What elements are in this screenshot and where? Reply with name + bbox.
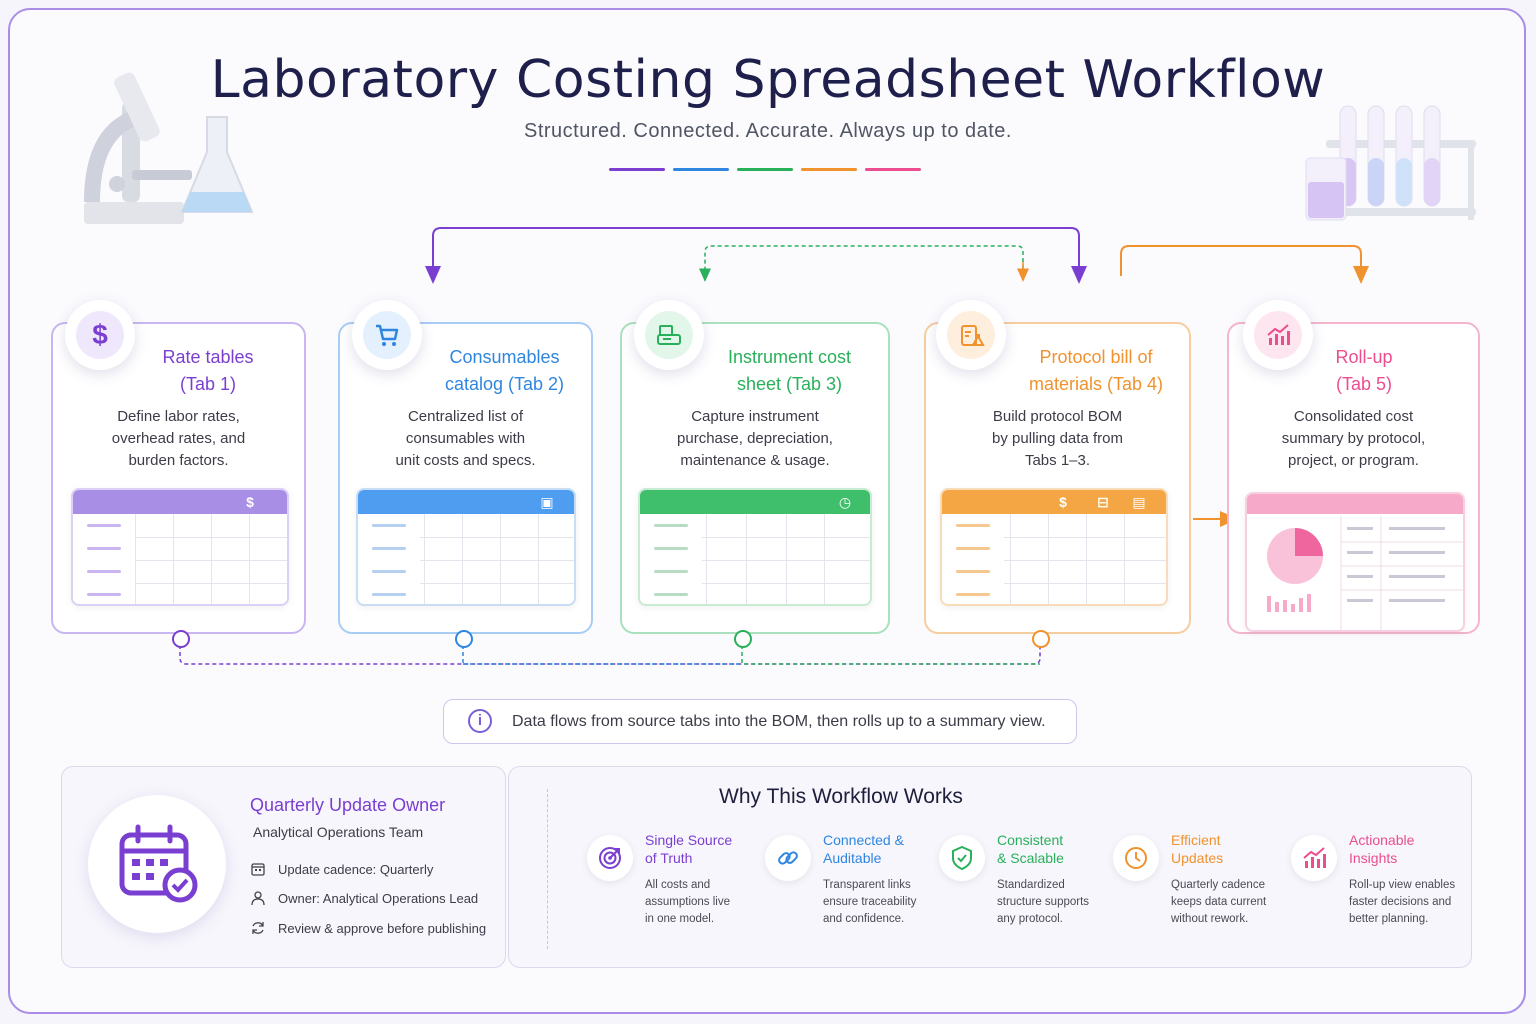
step-title: Rate tables [162,347,254,367]
step-card-consumables[interactable]: Consumables catalog (Tab 2) Centralized … [338,300,593,634]
link-icon [765,835,811,881]
owner-row-review: Review & approve before publishing [250,920,486,936]
spreadsheet-thumbnail: ▣ [356,488,576,606]
pie-chart-icon [1267,516,1463,630]
chart-up-icon [1243,300,1313,370]
step-subtitle: (Tab 1) [179,374,237,394]
step-title: Roll-up [1335,347,1393,367]
calendar-check-icon [88,795,226,933]
step-title: Consumables [449,347,560,367]
owner-team: Analytical Operations Team [253,824,424,840]
accent-bar-orange [801,168,857,171]
dollar-icon: $ [65,300,135,370]
owner-row-owner: Owner: Analytical Operations Lead [250,890,478,906]
why-title: Why This Workflow Works [719,785,963,808]
data-flow-info-banner: i Data flows from source tabs into the B… [443,699,1077,744]
step-subtitle: (Tab 5) [1335,374,1393,394]
instrument-icon [634,300,704,370]
spreadsheet-thumbnail: ◷ [638,488,872,606]
target-icon [587,835,633,881]
info-text: Data flows from source tabs into the BOM… [512,713,1046,730]
page-subtitle: Structured. Connected. Accurate. Always … [524,120,1012,142]
test-tubes-illustration [1305,105,1476,221]
step-title: Protocol bill of [1039,347,1153,367]
owner-title: Quarterly Update Owner [250,795,446,815]
accent-bar-purple [609,168,665,171]
refresh-icon [252,922,264,934]
calendar-icon [251,863,265,876]
step-card-protocol-bom[interactable]: Protocol bill of materials (Tab 4) Build… [924,300,1191,634]
spreadsheet-thumbnail: $ [71,488,289,606]
clock-icon [1113,835,1159,881]
divider [547,789,548,949]
accent-bar-pink [865,168,921,171]
connector-node [734,630,752,648]
quarterly-owner-panel: Quarterly Update Owner Analytical Operat… [61,766,506,968]
step-title: Instrument cost [727,347,852,367]
microscope-flask-illustration [84,72,254,224]
connector-node [172,630,190,648]
chart-up-icon [1291,835,1337,881]
step-subtitle: sheet (Tab 3) [736,374,843,394]
owner-row-cadence: Update cadence: Quarterly [250,861,433,877]
person-icon [251,891,265,906]
info-icon: i [468,709,492,733]
summary-dashboard-thumbnail [1245,492,1465,632]
clipboard-flask-icon [936,300,1006,370]
cart-icon [352,300,422,370]
step-subtitle: materials (Tab 4) [1028,374,1164,394]
step-subtitle: catalog (Tab 2) [444,374,565,394]
page-title: Laboratory Costing Spreadsheet Workflow [210,50,1326,110]
connector-node [1032,630,1050,648]
spreadsheet-thumbnail: $ ⊟ ▤ [940,488,1168,606]
shield-check-icon [939,835,985,881]
accent-bar-green [737,168,793,171]
step-card-instrument[interactable]: Instrument cost sheet (Tab 3) Capture in… [620,300,890,634]
connector-node [455,630,473,648]
step-card-rate-tables[interactable]: $ Rate tables (Tab 1) Define labor rates… [51,300,306,634]
accent-bar-blue [673,168,729,171]
